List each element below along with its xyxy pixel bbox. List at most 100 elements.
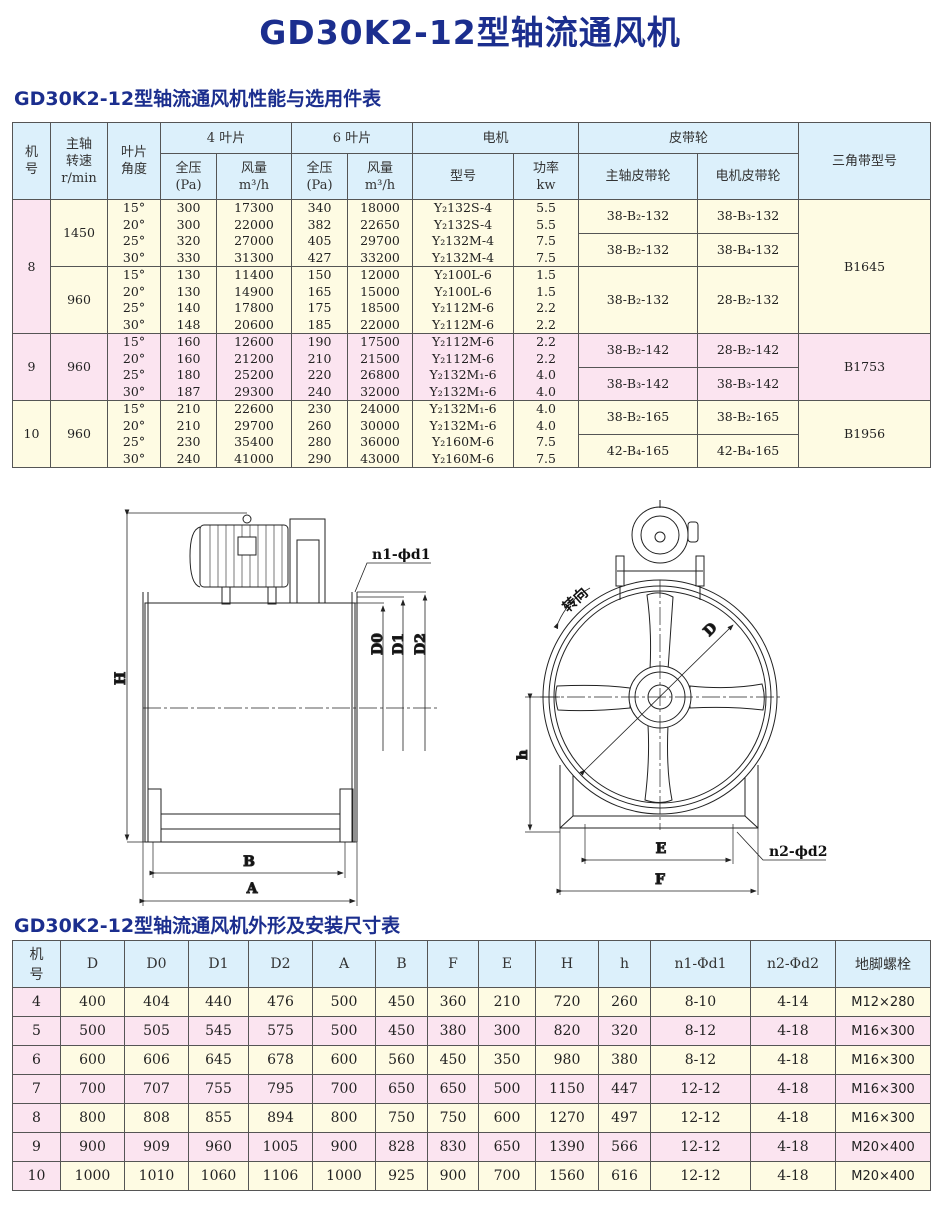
blade-angle: 30° <box>107 450 161 468</box>
motor-pulley: 38-B₂-165 <box>697 400 800 435</box>
dim-label-D1: D1 <box>391 633 407 655</box>
dimension-cell: 447 <box>598 1074 651 1104</box>
dimension-cell: 12-12 <box>650 1103 751 1133</box>
dimension-cell: 650 <box>478 1132 536 1162</box>
dimension-cell: 645 <box>188 1045 249 1075</box>
header-motor-pulley: 电机皮带轮 <box>697 153 800 200</box>
header-f: F <box>427 940 479 988</box>
dimension-cell: 830 <box>427 1132 479 1162</box>
motor-pulley: 38-B₄-132 <box>697 232 800 267</box>
flow-6-blade: 43000 <box>347 450 413 468</box>
motor-power: 4.0 <box>512 417 580 434</box>
machine-no: 10 <box>12 400 51 468</box>
main-pulley: 38-B₂-132 <box>578 232 699 267</box>
dimension-cell: 650 <box>427 1074 479 1104</box>
dimension-cell: 700 <box>312 1074 376 1104</box>
machine-no: 8 <box>12 199 51 334</box>
blade-angle: 25° <box>107 434 161 451</box>
dimension-cell: M16×300 <box>835 1016 931 1046</box>
pressure-6-blade: 185 <box>291 316 348 334</box>
motor-power: 2.2 <box>512 300 580 317</box>
dimension-cell: 755 <box>188 1074 249 1104</box>
header-main-pulley: 主轴皮带轮 <box>578 153 699 200</box>
pressure-6-blade: 230 <box>291 400 348 418</box>
side-view-drawing: H D0 D1 D2 n1-ϕd1 B A <box>113 509 438 906</box>
blade-angle: 30° <box>107 316 161 334</box>
main-pulley: 38-B₂-142 <box>578 333 699 368</box>
header-h: h <box>598 940 651 988</box>
dimension-cell: 750 <box>427 1103 479 1133</box>
machine-no: 10 <box>12 1161 61 1191</box>
dimension-cell: 720 <box>535 987 599 1017</box>
motor-power: 4.0 <box>512 367 580 384</box>
motor-power: 4.0 <box>512 400 580 418</box>
flow-6-blade: 21500 <box>347 350 413 367</box>
dimension-cell: 4-14 <box>750 987 836 1017</box>
pressure-6-blade: 260 <box>291 417 348 434</box>
motor-pulley: 38-B₃-132 <box>697 199 800 234</box>
dimension-cell: 700 <box>478 1161 536 1191</box>
flow-6-blade: 22650 <box>347 216 413 233</box>
dimension-cell: 400 <box>60 987 125 1017</box>
main-pulley: 38-B₂-132 <box>578 266 699 334</box>
flow-4-blade: 11400 <box>216 266 292 284</box>
blade-angle: 20° <box>107 216 161 233</box>
motor-pulley: 42-B₄-165 <box>697 433 800 468</box>
dimension-cell: 678 <box>248 1045 313 1075</box>
dimension-cell: 360 <box>427 987 479 1017</box>
dimension-cell: 4-18 <box>750 1132 836 1162</box>
dimension-cell: 1010 <box>124 1161 189 1191</box>
flow-4-blade: 35400 <box>216 434 292 451</box>
motor-model: Y₂112M-6 <box>412 300 514 317</box>
dimension-cell: 1000 <box>60 1161 125 1191</box>
header-pressure-6: 全压(Pa) <box>291 153 348 200</box>
motor-icon <box>189 514 289 605</box>
pressure-4-blade: 180 <box>160 367 217 384</box>
spindle-speed: 960 <box>50 400 108 468</box>
header-machine-no: 机号 <box>12 122 51 200</box>
dimension-cell: 600 <box>478 1103 536 1133</box>
pressure-4-blade: 330 <box>160 249 217 267</box>
motor-power: 4.0 <box>512 383 580 401</box>
main-pulley: 38-B₂-132 <box>578 199 699 234</box>
dimension-cell: 12-12 <box>650 1161 751 1191</box>
dimension-cell: 925 <box>375 1161 428 1191</box>
blade-angle: 15° <box>107 266 161 284</box>
dimension-cell: 450 <box>375 987 428 1017</box>
dimension-cell: 500 <box>312 1016 376 1046</box>
dimension-cell: 4-18 <box>750 1161 836 1191</box>
dimension-cell: M16×300 <box>835 1045 931 1075</box>
flow-4-blade: 20600 <box>216 316 292 334</box>
dimension-cell: 750 <box>375 1103 428 1133</box>
dimension-cell: 450 <box>427 1045 479 1075</box>
machine-no: 9 <box>12 1132 61 1162</box>
header-motor: 电机 <box>411 122 580 154</box>
dim-label-n2-d2: n2-ϕd2 <box>769 844 827 860</box>
header-n1-d1: n1-Φd1 <box>650 940 751 988</box>
dimension-table-title: GD30K2-12型轴流通风机外形及安装尺寸表 <box>14 915 401 937</box>
dimension-cell: 795 <box>248 1074 313 1104</box>
flow-6-blade: 33200 <box>347 249 413 267</box>
motor-power: 7.5 <box>512 233 580 250</box>
motor-model: Y₂132M₁-6 <box>412 383 514 401</box>
dim-label-E: E <box>656 841 667 857</box>
dimension-cell: 707 <box>124 1074 189 1104</box>
header--: 地脚螺栓 <box>835 940 931 988</box>
flow-6-blade: 15000 <box>347 283 413 300</box>
dimension-cell: 606 <box>124 1045 189 1075</box>
header-blade-angle: 叶片角度 <box>107 122 161 200</box>
dimension-cell: 497 <box>598 1103 651 1133</box>
flow-4-blade: 17300 <box>216 199 292 217</box>
header-h: H <box>535 940 599 988</box>
dimension-cell: 1000 <box>312 1161 376 1191</box>
pressure-6-blade: 290 <box>291 450 348 468</box>
